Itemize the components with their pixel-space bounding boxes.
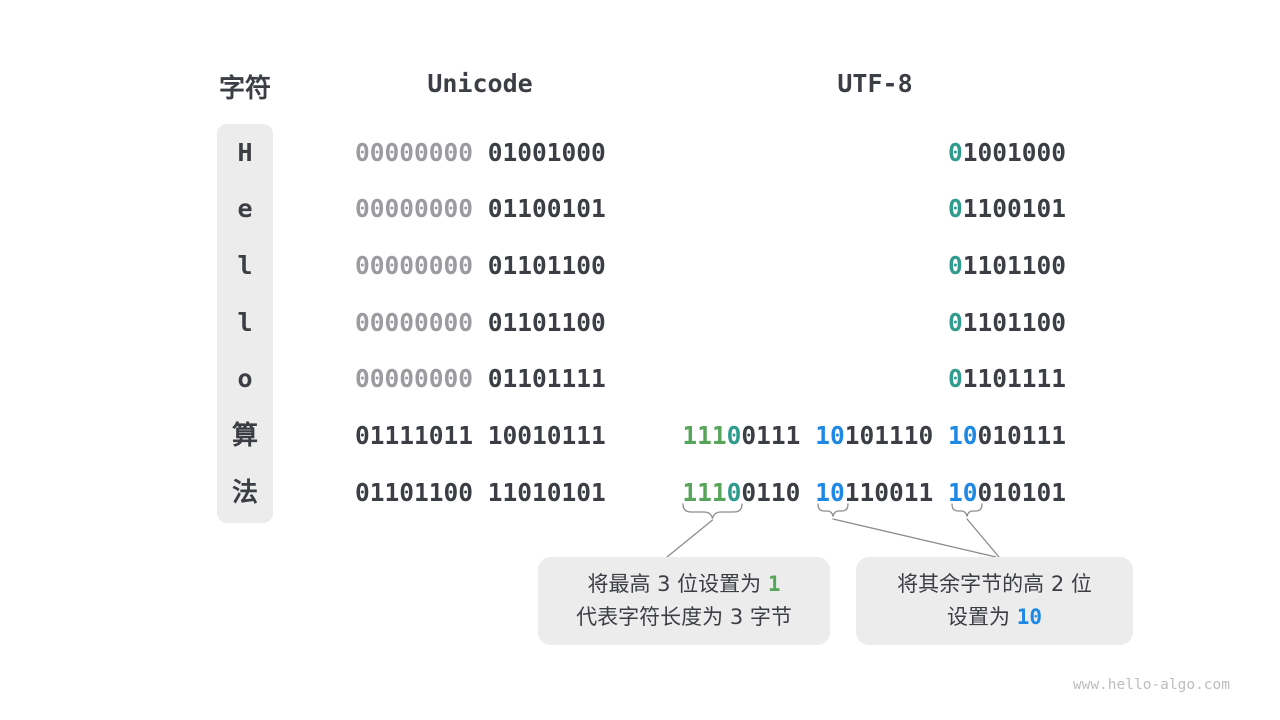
bit-segment: 将最高 3 位设置为 <box>587 572 768 596</box>
bit-segment: 00000000 <box>355 364 474 393</box>
char-cell: l <box>237 251 253 280</box>
char-column-background <box>217 124 273 523</box>
bit-segment: 00000000 <box>355 194 474 223</box>
utf8-cell: 01101100 <box>948 238 1066 294</box>
unicode-cell: 00000000 01001000 <box>355 125 606 181</box>
unicode-cell: 01111011 10010111 <box>355 408 606 464</box>
bit-segment: 10 <box>947 478 978 507</box>
bit-segment: 10 <box>815 478 845 507</box>
bit-segment: 1 <box>767 572 781 596</box>
bit-segment: 0 <box>947 138 963 167</box>
bit-segment: 1101100 <box>962 251 1066 280</box>
table-row: 算 01111011 10010111 11100111 10101110 10… <box>0 408 1280 464</box>
table-row: 法 01101100 11010101 11100110 10110011 10… <box>0 465 1280 521</box>
bit-segment: 将其余字节的高 2 位 <box>897 572 1092 596</box>
table-row: l 00000000 01101100 01101100 <box>0 238 1280 294</box>
header-unicode-label: Unicode <box>427 69 533 98</box>
bit-segment: 00000000 <box>355 138 474 167</box>
connector-line-right <box>966 518 1000 558</box>
char-cell: 算 <box>231 421 258 451</box>
unicode-cell: 00000000 01100101 <box>355 181 606 237</box>
unicode-cell: 00000000 01101100 <box>355 295 606 351</box>
bit-segment: 0110 <box>741 478 816 507</box>
bit-segment: 10 <box>1016 605 1042 629</box>
connector-line-mid <box>832 518 997 558</box>
bit-segment: 0111 <box>741 421 816 450</box>
bit-segment: 010111 <box>977 421 1066 450</box>
bit-segment: 10 <box>815 421 845 450</box>
bit-segment: 0 <box>947 364 963 393</box>
callout-continuation-bits: 将其余字节的高 2 位 设置为 10 <box>856 557 1133 645</box>
bit-segment: 01101100 11010101 <box>355 478 606 507</box>
bit-segment: 1101100 <box>962 308 1066 337</box>
table-row: l 00000000 01101100 01101100 <box>0 295 1280 351</box>
utf8-cell: 01100101 <box>948 181 1066 237</box>
bit-segment: 010101 <box>977 478 1066 507</box>
bit-segment: 设置为 <box>947 605 1017 629</box>
watermark: www.hello-algo.com <box>1072 677 1230 693</box>
bit-segment: 10 <box>947 421 978 450</box>
utf8-cell: 11100111 10101110 10010111 <box>682 408 1066 464</box>
callout-line: 将最高 3 位设置为 1 <box>538 568 830 601</box>
utf8-cell: 01101111 <box>948 351 1066 407</box>
char-cell: H <box>237 138 253 167</box>
bit-segment: 01101111 <box>473 364 606 393</box>
bit-segment: 01111011 10010111 <box>355 421 606 450</box>
bit-segment: 111 <box>682 478 727 507</box>
table-row: o 00000000 01101111 01101111 <box>0 351 1280 407</box>
bit-segment: 110011 <box>844 478 948 507</box>
bit-segment: 00000000 <box>355 251 474 280</box>
table-row: e 00000000 01100101 01100101 <box>0 181 1280 237</box>
unicode-cell: 00000000 01101100 <box>355 238 606 294</box>
char-cell: e <box>237 194 253 223</box>
callout-high-bits: 将最高 3 位设置为 1 代表字符长度为 3 字节 <box>538 557 830 645</box>
bit-segment: 0 <box>947 251 963 280</box>
utf8-cell: 01101100 <box>948 295 1066 351</box>
bit-segment: 00000000 <box>355 308 474 337</box>
char-cell: o <box>237 364 253 393</box>
bit-segment: 01100101 <box>473 194 606 223</box>
bit-segment: 01101100 <box>473 251 606 280</box>
callout-line: 将其余字节的高 2 位 <box>856 568 1133 601</box>
unicode-cell: 01101100 11010101 <box>355 465 606 521</box>
utf8-cell: 11100110 10110011 10010101 <box>682 465 1066 521</box>
connector-line-left <box>666 519 714 558</box>
bit-segment: 0 <box>947 308 963 337</box>
header-char-label: 字符 <box>218 74 272 104</box>
bit-segment: 1101111 <box>962 364 1066 393</box>
utf8-cell: 01001000 <box>948 125 1066 181</box>
callout-line: 代表字符长度为 3 字节 <box>538 601 830 634</box>
bit-segment: 1100101 <box>962 194 1066 223</box>
bit-segment: 代表字符长度为 3 字节 <box>576 605 792 629</box>
bit-segment: 0 <box>947 194 963 223</box>
bit-segment: 0 <box>726 421 742 450</box>
bit-segment: 01101100 <box>473 308 606 337</box>
table-row: H 00000000 01001000 01001000 <box>0 125 1280 181</box>
bit-segment: 0 <box>726 478 742 507</box>
callout-line: 设置为 10 <box>856 601 1133 634</box>
char-cell: l <box>237 308 253 337</box>
bit-segment: 101110 <box>844 421 948 450</box>
header-utf8-label: UTF-8 <box>837 69 913 98</box>
unicode-cell: 00000000 01101111 <box>355 351 606 407</box>
bit-segment: 1001000 <box>962 138 1066 167</box>
char-cell: 法 <box>231 478 258 508</box>
bit-segment: 01001000 <box>473 138 606 167</box>
bit-segment: 111 <box>682 421 727 450</box>
